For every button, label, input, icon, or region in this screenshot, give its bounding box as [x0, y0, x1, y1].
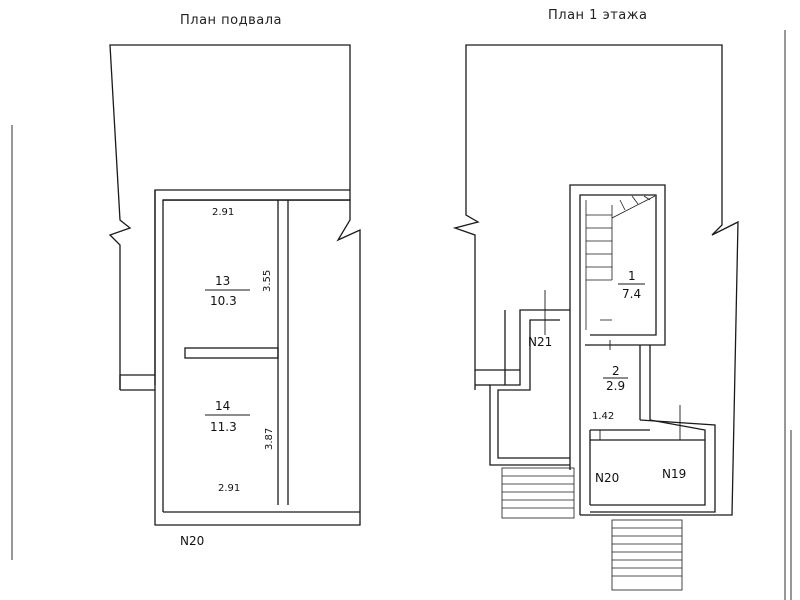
exterior-stair-left [501, 467, 575, 519]
room-13-number: 13 [215, 274, 230, 288]
sheet-edge-marks [11, 30, 792, 600]
first-floor-walls [475, 184, 716, 516]
axis-n21: N21 [528, 335, 552, 349]
basement-plan-title: План подвала [180, 13, 282, 28]
basement-plan: 13 10.3 14 11.3 2.91 2.91 3.55 3.87 N20 [108, 44, 361, 548]
basement-top-width-dim: 2.91 [212, 207, 234, 218]
axis-n19: N19 [662, 467, 686, 481]
basement-axis-n20: N20 [180, 534, 204, 548]
room-14: 14 11.3 [205, 399, 250, 434]
first-floor-plan: 1 7.4 2 2.9 1.42 N21 N20 N19 [452, 44, 739, 591]
room-13-height-dim: 3.55 [262, 270, 273, 292]
room-13: 13 10.3 [205, 274, 250, 308]
room-1-area: 7.4 [622, 287, 641, 301]
basement-walls [119, 189, 360, 513]
room-13-area: 10.3 [210, 294, 237, 308]
exterior-stair-bottom [611, 519, 683, 591]
first-floor-width-dim: 1.42 [592, 411, 614, 422]
room-2-number: 2 [612, 364, 620, 378]
room-1-number: 1 [628, 269, 636, 283]
first-floor-plan-title: План 1 этажа [548, 8, 647, 23]
basement-bottom-width-dim: 2.91 [218, 483, 240, 494]
room-2-area: 2.9 [606, 379, 625, 393]
axis-n20: N20 [595, 471, 619, 485]
room-1: 1 7.4 [618, 269, 645, 301]
first-floor-outer-contour [452, 44, 739, 516]
room-2: 2 2.9 [603, 364, 628, 393]
interior-stair [585, 195, 656, 330]
basement-outer-contour [108, 44, 361, 526]
room-14-height-dim: 3.87 [264, 428, 275, 450]
room-14-number: 14 [215, 399, 230, 413]
room-14-area: 11.3 [210, 420, 237, 434]
